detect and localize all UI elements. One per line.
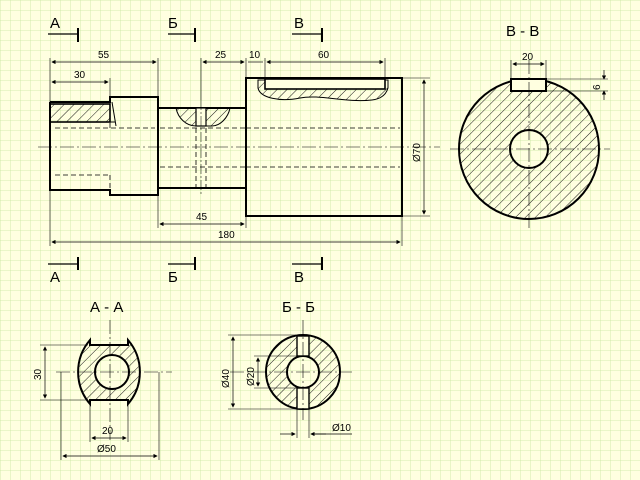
dim-bb-phi40: Ø40 [221,369,232,388]
section-vv-title: В - В [506,23,539,40]
dim-60: 60 [318,50,330,61]
dim-bb-phi10: Ø10 [332,423,351,434]
cutting-plane-markers: А Б В А Б В [48,15,323,286]
dim-55: 55 [98,50,110,61]
dim-30: 30 [74,70,86,81]
shaft-main-view: Ø70 55 30 25 10 60 45 180 [38,50,440,246]
dim-180: 180 [218,230,235,241]
cut-b-bottom-label: Б [168,269,178,286]
section-vv-keyway [510,78,547,92]
dim-aa-30: 30 [33,368,44,380]
section-bb: Б - Б Ø40 Ø20 Ø10 [221,299,352,438]
dim-bb-phi20: Ø20 [246,367,257,386]
cut-v-top-label: В [294,15,304,32]
dim-25: 25 [215,50,227,61]
section-vv: В - В 20 6 [450,23,610,230]
cut-b-top-label: Б [168,15,178,32]
cut-a-bottom-label: А [50,269,60,286]
section-aa-title: А - А [90,299,123,316]
section-aa: А - А 30 20 Ø50 [33,299,172,460]
dim-aa-phi50: Ø50 [97,444,116,455]
shaft-left-flat-hatch [49,103,111,123]
dim-aa-20: 20 [102,426,114,437]
dim-vv-20: 20 [522,52,534,63]
cut-v-bottom-label: В [294,269,304,286]
shaft-right-segment [245,77,403,217]
dim-45: 45 [196,212,208,223]
keyway-slot [264,78,386,90]
dim-phi70: Ø70 [412,143,423,162]
cut-a-top-label: А [50,15,60,32]
section-bb-title: Б - Б [282,299,315,316]
dim-vv-6: 6 [592,84,603,90]
dim-10: 10 [249,50,261,61]
